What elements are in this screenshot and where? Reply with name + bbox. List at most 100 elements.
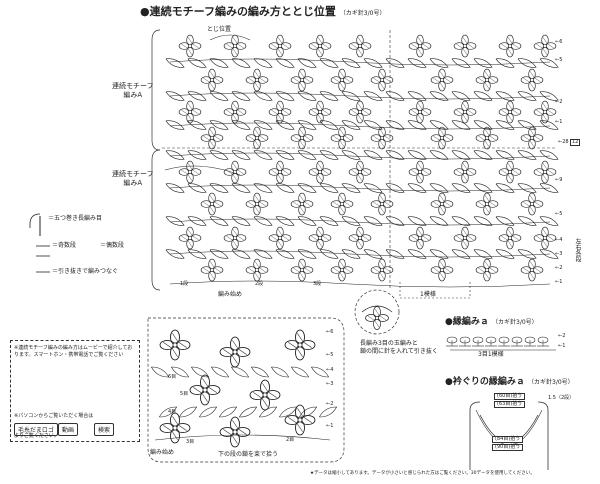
flower-motif-symbol — [223, 100, 247, 124]
chain-loop-symbol — [428, 180, 450, 196]
chain-loop-symbol — [186, 55, 208, 71]
row-mark-top-2: ←2 — [555, 99, 563, 105]
flower-motif-symbol — [348, 100, 372, 124]
chain-loop-symbol — [472, 147, 494, 163]
chain-loop-symbol — [494, 55, 516, 71]
row-mark-top-1: ←1 — [555, 119, 563, 125]
flower-motif-symbol — [475, 192, 499, 216]
chain-loop-symbol — [230, 147, 252, 163]
row-mark-1: ←1 — [555, 279, 563, 285]
chain-loop-symbol — [186, 213, 208, 229]
qr-video-button[interactable]: 動画 — [58, 423, 79, 436]
chain-loop-symbol — [318, 88, 340, 104]
chain-loop-symbol — [177, 404, 199, 420]
chain-loop-symbol — [362, 213, 384, 229]
flower-motif-symbol — [200, 192, 224, 216]
qr-search-button[interactable]: 検索 — [94, 423, 115, 436]
chain-loop-symbol — [516, 180, 538, 196]
flower-motif-symbol — [330, 192, 354, 216]
legend-even-rows: ＝偶数段 — [100, 242, 125, 249]
flower-motif-symbol — [370, 126, 394, 150]
neck-top-pick: (60目)拾う — [494, 393, 526, 400]
flower-motif-symbol — [159, 329, 191, 361]
page-title: ●連続モチーフ編みの編み方ととじ位置 （カギ針3/0号） — [140, 6, 385, 17]
flower-motif-symbol — [520, 258, 544, 282]
detail-st-2: 2目 — [286, 437, 295, 443]
chain-loop-symbol — [362, 180, 384, 196]
flower-motif-symbol — [475, 258, 499, 282]
neck-title-sub: （カギ針3/0号） — [528, 379, 574, 386]
flower-motif-symbol — [268, 100, 292, 124]
chain-loop-symbol — [450, 88, 472, 104]
chain-loop-symbol — [164, 88, 186, 104]
chain-loop-symbol — [274, 117, 296, 133]
flower-motif-symbol — [533, 100, 557, 124]
chain-loop-symbol — [186, 117, 208, 133]
bottom-mark-1: 1段 — [180, 281, 189, 287]
chain-loop-symbol — [230, 117, 252, 133]
flower-motif-symbol — [520, 68, 544, 92]
chain-loop-symbol — [494, 88, 516, 104]
chain-loop-symbol — [164, 180, 186, 196]
chain-loop-symbol — [516, 88, 538, 104]
detail-start-label: 編み始め — [150, 449, 175, 456]
chain-loop-symbol — [296, 88, 318, 104]
chain-loop-symbol — [274, 246, 296, 262]
chain-loop-symbol — [340, 213, 362, 229]
row-mark-28: ←28 — [558, 139, 569, 145]
row-mark-top-6: ←6 — [555, 39, 563, 45]
detail-row-3: ←3 — [326, 381, 334, 387]
legend-odd-rows: ＝奇数段 — [52, 242, 77, 249]
chain-loop-symbol — [406, 246, 428, 262]
flower-motif-symbol — [290, 192, 314, 216]
flower-motif-symbol — [308, 100, 332, 124]
row-mark-top-5: ←5 — [555, 57, 563, 63]
flower-motif-symbol — [498, 160, 522, 184]
chain-loop-symbol — [296, 55, 318, 71]
flower-motif-symbol — [308, 160, 332, 184]
flower-motif-symbol — [520, 126, 544, 150]
flower-motif-symbol — [475, 68, 499, 92]
qr-text-suffix: よりご覧ください。 — [14, 433, 59, 439]
chain-loop-symbol — [274, 55, 296, 71]
flower-motif-symbol — [520, 192, 544, 216]
chain-loop-symbol — [252, 180, 274, 196]
flower-motif-symbol — [330, 126, 354, 150]
flower-motif-symbol — [219, 416, 251, 448]
chain-loop-symbol — [406, 147, 428, 163]
flower-motif-symbol — [348, 160, 372, 184]
chain-loop-symbol — [197, 404, 219, 420]
chain-loop-symbol — [340, 55, 362, 71]
edge-a-pattern: 3目1模様 — [478, 351, 504, 358]
detail-st-3: 3目 — [186, 439, 195, 445]
flower-motif-symbol — [430, 192, 454, 216]
neck-bottom-pick: (84目)拾う — [492, 436, 524, 443]
flower-motif-symbol — [284, 329, 316, 361]
row-mark-4: ←4 — [555, 237, 563, 243]
chain-loop-symbol — [164, 55, 186, 71]
chain-loop-symbol — [362, 88, 384, 104]
chain-loop-symbol — [297, 404, 319, 420]
chain-loop-symbol — [340, 147, 362, 163]
motif-a-label-top: 連続モチーフ 編みA — [112, 82, 154, 100]
chain-loop-symbol — [516, 213, 538, 229]
flower-motif-symbol — [223, 160, 247, 184]
chain-loop-symbol — [296, 147, 318, 163]
flower-motif-symbol — [245, 192, 269, 216]
chain-loop-symbol — [252, 88, 274, 104]
flower-motif-symbol — [498, 34, 522, 58]
chain-loop-symbol — [384, 55, 406, 71]
footnote: ★データは縮小してあります。データが小さいと感じられた方はご覧ください。30デー… — [310, 471, 535, 476]
title-main: ●連続モチーフ編みの編み方ととじ位置 — [140, 5, 336, 18]
chain-loop-symbol — [274, 88, 296, 104]
chain-loop-symbol — [249, 364, 271, 380]
chain-loop-symbol — [450, 147, 472, 163]
flower-motif-symbol — [268, 34, 292, 58]
detail-note: 下の段の鎖を束で拾う — [218, 451, 279, 458]
qr-text-pc: ※パソコンからご覧いただく場合は — [14, 413, 94, 419]
flower-motif-symbol — [370, 68, 394, 92]
chain-loop-symbol — [274, 147, 296, 163]
qr-logo-button[interactable]: 毛糸だまロゴ — [14, 423, 58, 436]
flower-motif-symbol — [245, 126, 269, 150]
chain-loop-symbol — [230, 55, 252, 71]
